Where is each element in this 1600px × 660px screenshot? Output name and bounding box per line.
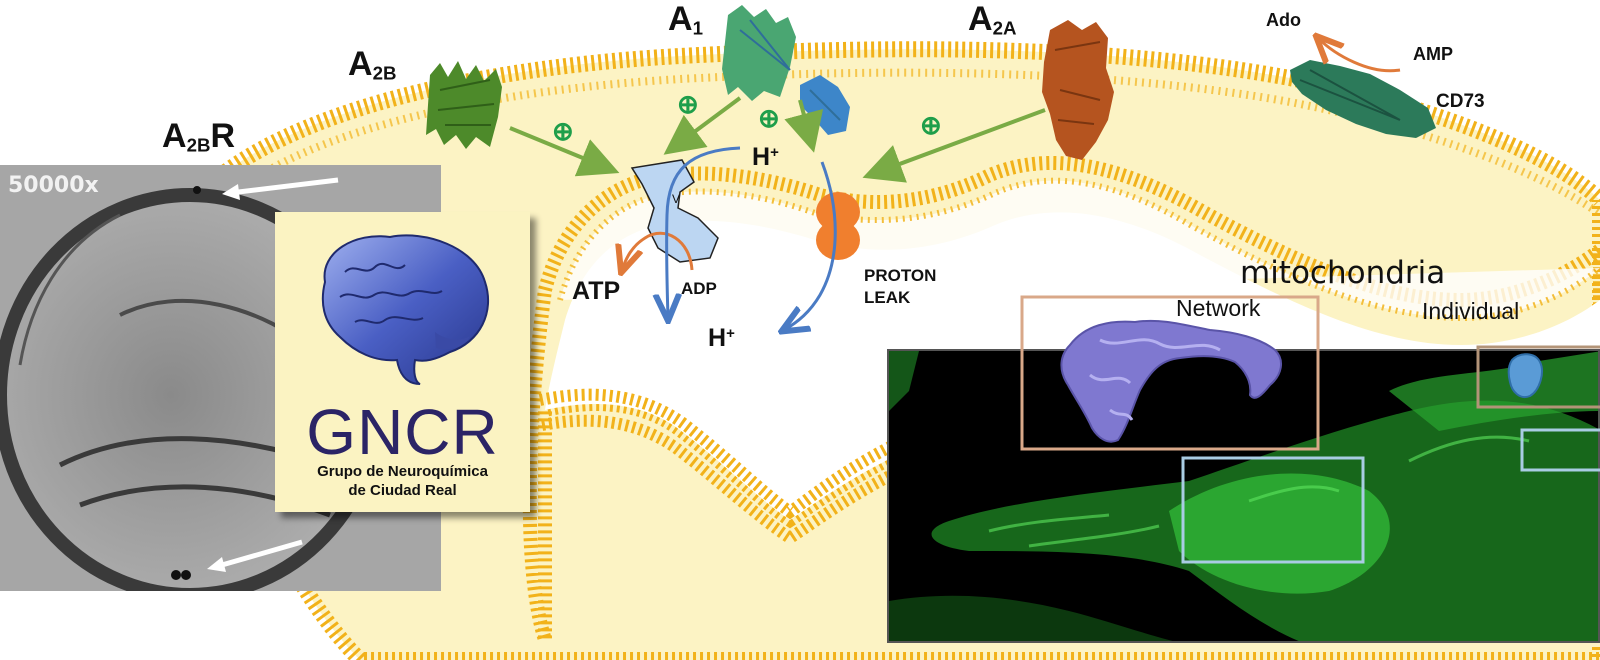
a2b-label: A2B bbox=[348, 45, 396, 85]
gncr-logo: GNCR Grupo de Neuroquímica de Ciudad Rea… bbox=[275, 212, 530, 512]
h-plus-bottom-letter: H bbox=[708, 324, 727, 352]
a2a-label: A2A bbox=[968, 0, 1016, 40]
small-region-box bbox=[1520, 428, 1600, 472]
proton-arrow-leak bbox=[784, 161, 837, 330]
proton-leak-shape bbox=[816, 192, 860, 260]
a2a-letter: A bbox=[968, 0, 993, 38]
a2br-letter: A bbox=[162, 117, 187, 155]
a2br-label: A2BR bbox=[162, 117, 235, 157]
amp-label: AMP bbox=[1413, 44, 1453, 64]
logo-subtitle-line-1: Grupo de Neuroquímica bbox=[317, 463, 488, 480]
fluorescence-image bbox=[889, 351, 1598, 641]
em-arrow-top bbox=[229, 177, 339, 196]
individual-box bbox=[1476, 345, 1600, 409]
plus-sign-a2b: ⊕ bbox=[552, 116, 574, 146]
receptor-a1-protein bbox=[722, 5, 850, 135]
a2a-subscript: 2A bbox=[992, 17, 1017, 39]
network-box bbox=[1020, 295, 1320, 451]
plus-sign-a1-right: ⊕ bbox=[758, 103, 780, 133]
atp-label: ATP bbox=[572, 277, 621, 305]
h-plus-top-label: H+ bbox=[752, 143, 779, 172]
a2br-subscript: 2B bbox=[186, 134, 211, 156]
brain-icon bbox=[321, 234, 490, 385]
plus-sign-a1-left: ⊕ bbox=[677, 89, 699, 119]
magnification-label: 50000x bbox=[8, 173, 99, 198]
plus-sign-a2a: ⊕ bbox=[920, 110, 942, 140]
proton-arrow-synthase bbox=[667, 146, 741, 318]
a1-label: A1 bbox=[668, 0, 703, 40]
network-mitochondria-render bbox=[1060, 319, 1282, 443]
a2b-subscript: 2B bbox=[372, 62, 397, 84]
h-plus-bottom-label: H+ bbox=[708, 324, 735, 353]
amp-to-ado-arrow bbox=[1318, 38, 1401, 73]
proton-leak-label-1: PROTON bbox=[864, 266, 937, 285]
ado-label: Ado bbox=[1266, 10, 1301, 30]
a1-letter: A bbox=[668, 0, 693, 38]
h-plus-bottom-sup: + bbox=[726, 324, 735, 342]
network-label: Network bbox=[1176, 295, 1261, 321]
logo-subtitle-line-2: de Ciudad Real bbox=[348, 482, 457, 499]
mitochondria-title: mitochondria bbox=[1240, 255, 1446, 291]
atp-synthase-shape bbox=[630, 159, 719, 263]
cd73-label: CD73 bbox=[1436, 91, 1485, 112]
activation-arrows bbox=[509, 96, 1046, 183]
h-plus-top-letter: H bbox=[752, 143, 771, 171]
receptor-a2a-protein bbox=[1042, 20, 1114, 160]
receptor-a2b-protein bbox=[426, 61, 502, 149]
a2b-letter: A bbox=[348, 45, 373, 83]
h-plus-top-sup: + bbox=[770, 143, 779, 161]
cell-region-box bbox=[1181, 456, 1365, 564]
adp-label: ADP bbox=[681, 279, 717, 298]
logo-acronym: GNCR bbox=[306, 396, 499, 468]
a2br-suffix: R bbox=[210, 117, 236, 155]
fluorescence-micrograph-panel bbox=[887, 349, 1600, 643]
cd73-protein bbox=[1290, 60, 1436, 138]
a1-subscript: 1 bbox=[692, 17, 703, 39]
proton-leak-label-2: LEAK bbox=[864, 288, 911, 307]
adp-to-atp-arrow bbox=[622, 231, 694, 270]
logo-subtitle: Grupo de Neuroquímica de Ciudad Real bbox=[275, 462, 530, 500]
v-label: V bbox=[672, 192, 681, 206]
em-arrow-bottom bbox=[214, 539, 303, 570]
individual-mitochondrion-render bbox=[1507, 353, 1543, 398]
individual-label: Individual bbox=[1422, 298, 1520, 324]
